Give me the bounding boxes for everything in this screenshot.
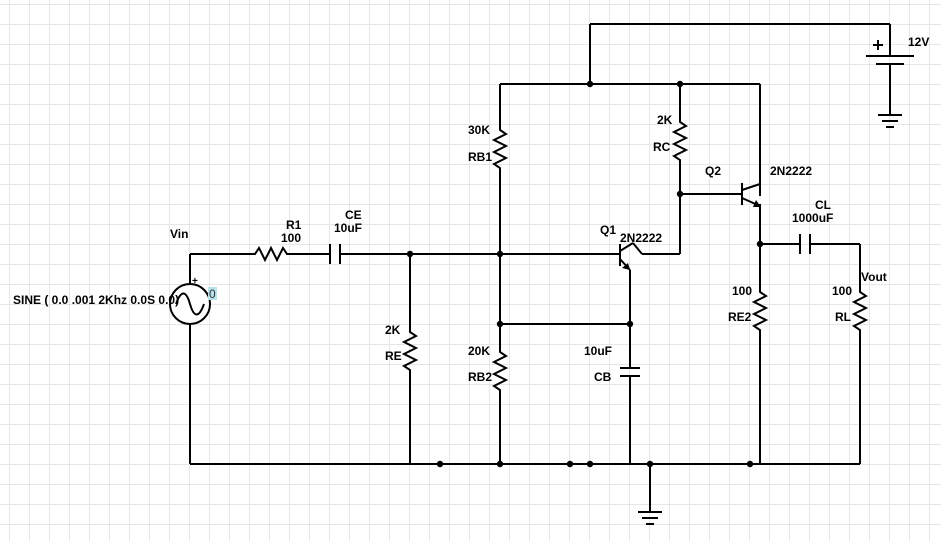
cl-name-label: CL xyxy=(815,198,831,212)
battery-12v[interactable] xyxy=(866,40,914,65)
q1-name-label: Q1 xyxy=(600,223,616,237)
cb-value-label: 10uF xyxy=(584,344,612,358)
resistor-re[interactable] xyxy=(401,328,419,376)
resistor-r1[interactable] xyxy=(252,245,290,263)
ce-value-label: 10uF xyxy=(334,221,362,235)
transistor-q1[interactable] xyxy=(619,242,643,271)
ground-symbol-supply xyxy=(878,114,902,128)
resistor-re2[interactable] xyxy=(751,288,769,336)
rc-value-label: 2K xyxy=(657,113,673,127)
source-spec-label: SINE ( 0.0 .001 2Khz 0.0S 0.0) xyxy=(13,293,179,307)
source-node-highlight xyxy=(208,287,217,300)
rb2-name-label: RB2 xyxy=(468,370,492,384)
wires xyxy=(189,23,891,512)
vout-label: Vout xyxy=(861,270,887,284)
r1-value-label: 100 xyxy=(281,231,301,245)
ground-symbol-main xyxy=(638,511,662,525)
rb2-value-label: 20K xyxy=(468,344,490,358)
supply-voltage-label: 12V xyxy=(908,35,929,49)
re2-value-label: 100 xyxy=(732,284,752,298)
rl-name-label: RL xyxy=(835,310,851,324)
resistor-rl[interactable] xyxy=(851,288,869,336)
cl-value-label: 1000uF xyxy=(792,211,833,225)
re2-name-label: RE2 xyxy=(728,310,752,324)
source-name-label: Vin xyxy=(170,227,188,241)
junction-dots xyxy=(406,80,764,468)
resistor-rc[interactable] xyxy=(671,118,689,166)
ac-sine-source[interactable] xyxy=(169,283,211,325)
cb-name-label: CB xyxy=(594,370,612,384)
resistor-rb2[interactable] xyxy=(491,348,509,396)
capacitor-ce[interactable] xyxy=(329,244,341,264)
source-plus-sign: + xyxy=(192,276,198,287)
rl-value-label: 100 xyxy=(832,284,852,298)
resistor-rb1[interactable] xyxy=(491,126,509,174)
q1-model-label: 2N2222 xyxy=(620,231,662,245)
re-name-label: RE xyxy=(385,349,402,363)
rc-name-label: RC xyxy=(653,140,671,154)
rb1-value-label: 30K xyxy=(468,123,490,137)
rb1-name-label: RB1 xyxy=(468,150,492,164)
q2-model-label: 2N2222 xyxy=(770,164,812,178)
capacitor-cl[interactable] xyxy=(799,234,811,254)
r1-name-label: R1 xyxy=(286,218,302,232)
transistor-q2[interactable] xyxy=(741,183,761,207)
ce-name-label: CE xyxy=(345,208,362,222)
capacitor-cb[interactable] xyxy=(620,367,640,377)
q2-name-label: Q2 xyxy=(705,164,721,178)
re-value-label: 2K xyxy=(385,323,401,337)
source-node-tag: 0 xyxy=(209,287,216,301)
